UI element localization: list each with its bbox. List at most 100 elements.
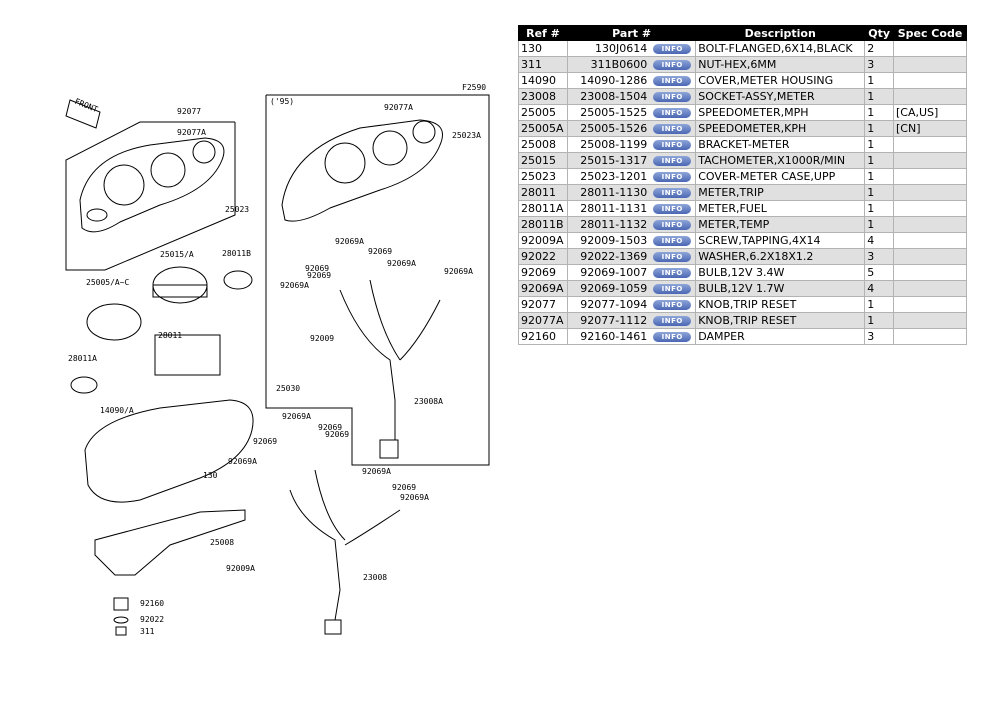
callout: 92069 — [253, 437, 277, 446]
info-button[interactable]: INFO — [653, 139, 692, 150]
info-button[interactable]: INFO — [653, 203, 692, 214]
callout: 92069 — [392, 483, 416, 492]
info-button[interactable]: INFO — [653, 123, 692, 134]
info-button[interactable]: INFO — [653, 315, 692, 326]
col-header-part: Part # — [566, 25, 697, 41]
col-header-ref: Ref # — [518, 25, 568, 41]
spec-code-cell — [893, 200, 967, 217]
ref-cell: 92077A — [518, 312, 568, 329]
callout: 28011B — [222, 249, 251, 258]
part-number: 25023-1201 — [580, 169, 648, 183]
ref-cell: 25015 — [518, 152, 568, 169]
ref-cell: 28011B — [518, 216, 568, 233]
description-cell: SOCKET-ASSY,METER — [695, 88, 866, 105]
description-cell: COVER-METER CASE,UPP — [695, 168, 866, 185]
description-cell: METER,TRIP — [695, 184, 866, 201]
callout: 23008 — [363, 573, 387, 582]
spec-code-cell — [893, 88, 967, 105]
qty-cell: 3 — [864, 56, 894, 73]
qty-cell: 1 — [864, 216, 894, 233]
front-arrow — [65, 99, 101, 129]
callout: 28011A — [68, 354, 97, 363]
part-number: 92160-1461 — [580, 329, 648, 343]
description-cell: METER,TEMP — [695, 216, 866, 233]
callout: 25030 — [276, 384, 300, 393]
spec-code-cell — [893, 296, 967, 313]
fuel-meter — [70, 376, 98, 394]
ref-cell: 311 — [518, 56, 568, 73]
spec-code-cell — [893, 328, 967, 345]
trip-meter — [154, 334, 221, 376]
ref-cell: 92009A — [518, 232, 568, 249]
part-number: 92077-1112 — [580, 313, 648, 327]
part-number: 92069-1007 — [580, 265, 648, 279]
info-button[interactable]: INFO — [653, 283, 692, 294]
ref-cell: 25005A — [518, 120, 568, 137]
info-button[interactable]: INFO — [653, 91, 692, 102]
description-cell: NUT-HEX,6MM — [695, 56, 866, 73]
description-cell: BOLT-FLANGED,6X14,BLACK — [695, 40, 866, 57]
spec-code-cell — [893, 56, 967, 73]
part-number: 25005-1525 — [580, 105, 648, 119]
part-number: 25008-1199 — [580, 137, 648, 151]
info-button[interactable]: INFO — [653, 107, 692, 118]
info-button[interactable]: INFO — [653, 171, 692, 182]
callout: 92009A — [226, 564, 255, 573]
info-button[interactable]: INFO — [653, 75, 692, 86]
ref-cell: 92160 — [518, 328, 568, 345]
callout: 92069A — [387, 259, 416, 268]
callout: 92160 — [140, 599, 164, 608]
part-number: 28011-1132 — [580, 217, 648, 231]
qty-cell: 2 — [864, 40, 894, 57]
info-button[interactable]: INFO — [653, 187, 692, 198]
spec-code-cell — [893, 72, 967, 89]
washer — [113, 616, 129, 624]
spec-code-cell — [893, 264, 967, 281]
speedometer — [86, 303, 142, 341]
description-cell: DAMPER — [695, 328, 866, 345]
info-button[interactable]: INFO — [653, 43, 692, 54]
spec-code-cell — [893, 248, 967, 265]
info-button[interactable]: INFO — [653, 235, 692, 246]
info-button[interactable]: INFO — [653, 155, 692, 166]
info-button[interactable]: INFO — [653, 219, 692, 230]
part-number-cell: 92077-1112 INFO — [566, 312, 697, 329]
info-button[interactable]: INFO — [653, 299, 692, 310]
callout: 25023A — [452, 131, 481, 140]
qty-cell: 3 — [864, 248, 894, 265]
qty-cell: 1 — [864, 152, 894, 169]
info-button[interactable]: INFO — [653, 59, 692, 70]
qty-cell: 1 — [864, 136, 894, 153]
callout: 28011 — [158, 331, 182, 340]
description-cell: SPEEDOMETER,MPH — [695, 104, 866, 121]
part-number: 92077-1094 — [580, 297, 648, 311]
qty-cell: 1 — [864, 296, 894, 313]
description-cell: SPEEDOMETER,KPH — [695, 120, 866, 137]
callout: 92069A — [228, 457, 257, 466]
info-button[interactable]: INFO — [653, 331, 692, 342]
spec-code-cell — [893, 168, 967, 185]
callout: 92069A — [282, 412, 311, 421]
callout: 130 — [203, 471, 218, 480]
meter-cover-upper — [79, 137, 225, 233]
info-button[interactable]: INFO — [653, 267, 692, 278]
description-cell: KNOB,TRIP RESET — [695, 312, 866, 329]
info-button[interactable]: INFO — [653, 251, 692, 262]
spec-code-cell — [893, 184, 967, 201]
part-number-cell: 25005-1525 INFO — [566, 104, 697, 121]
callout: 25005/A~C — [86, 278, 130, 287]
diagram-code: F2590 — [462, 83, 486, 92]
tacho-window — [150, 152, 186, 188]
socket-harness — [289, 469, 401, 635]
upper-cover-box — [65, 121, 236, 271]
